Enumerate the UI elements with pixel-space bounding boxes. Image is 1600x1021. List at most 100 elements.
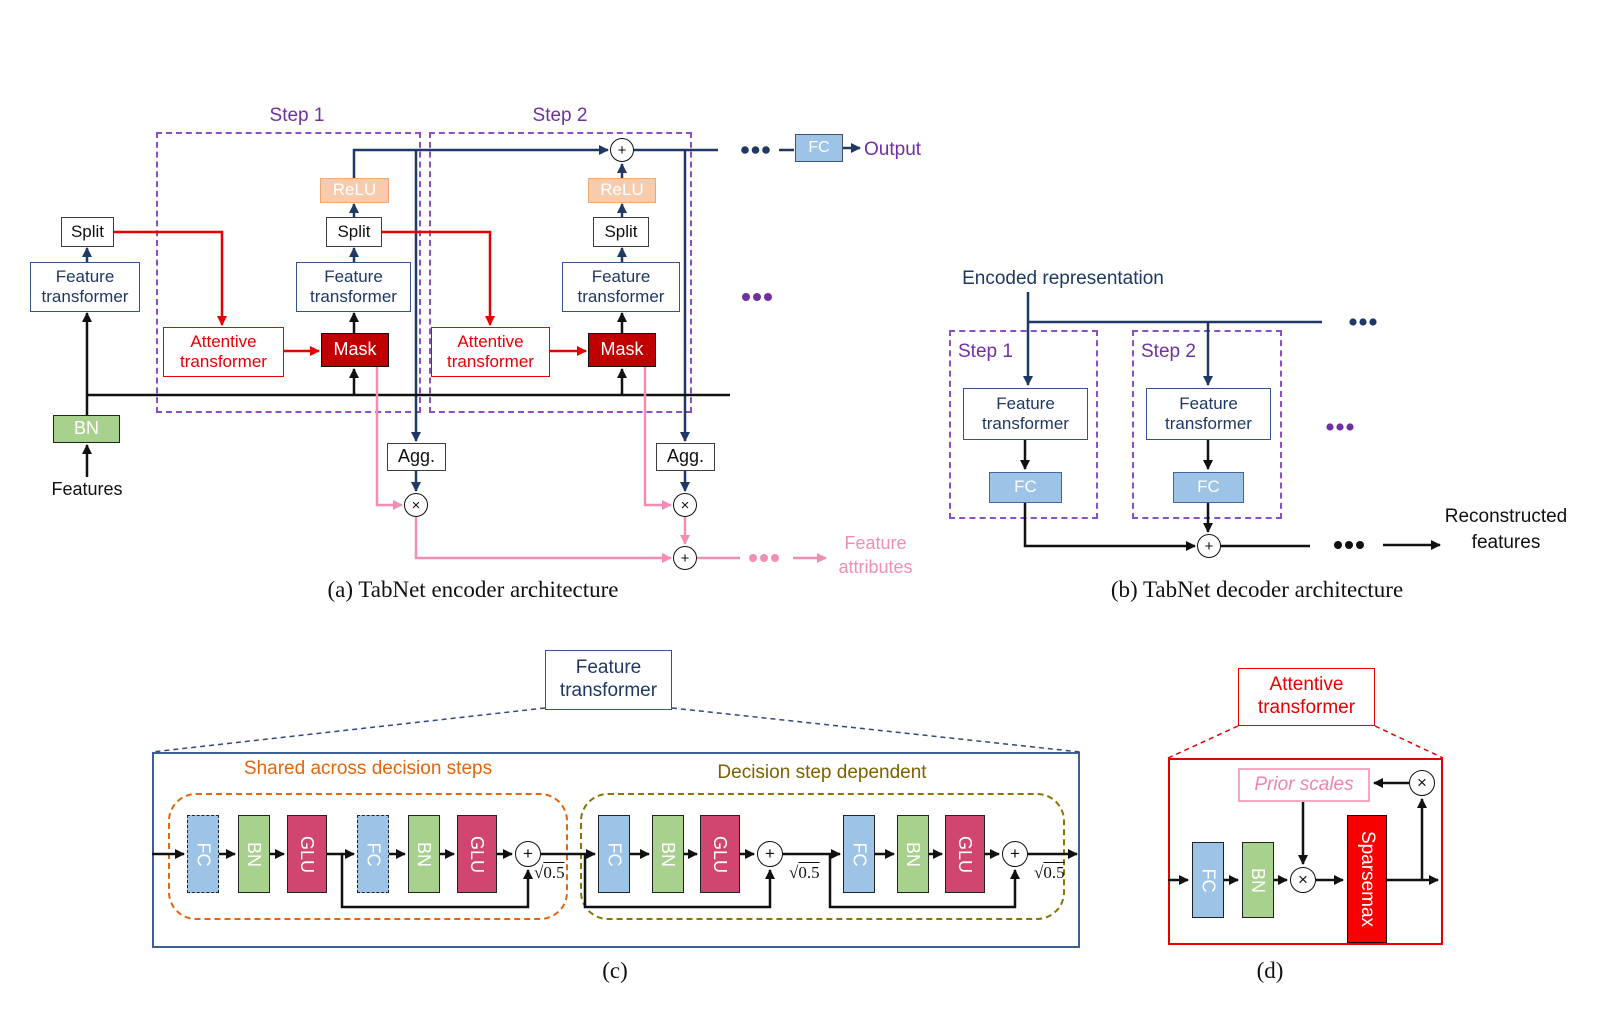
detail-sum-circle-2: + bbox=[757, 841, 783, 867]
decoder-feature-transformer-1: Feature transformer bbox=[963, 388, 1088, 440]
detail-sum-circle-1: + bbox=[515, 841, 541, 867]
attentive-bn: BN bbox=[1242, 842, 1274, 918]
bn-label: BN bbox=[1248, 867, 1269, 893]
bn-label: BN bbox=[244, 841, 265, 867]
ellipsis-dots-encoder-top bbox=[741, 146, 770, 154]
encoder-output-label: Output bbox=[864, 139, 922, 160]
ellipsis-dots-encoder-steps bbox=[742, 293, 772, 301]
encoder-feature-transformer-3: Feature transformer bbox=[562, 262, 680, 312]
prior-scales-box: Prior scales bbox=[1238, 768, 1370, 802]
sqrt-arg: 0.5 bbox=[1043, 863, 1065, 882]
fc-label: FC bbox=[1198, 868, 1219, 892]
detail-bn-3: BN bbox=[652, 815, 684, 893]
detail-fc-shared-1: FC bbox=[187, 815, 219, 893]
attentive-multiply-circle: × bbox=[1290, 867, 1316, 893]
encoder-agg-1: Agg. bbox=[387, 443, 446, 471]
detail-fc-3: FC bbox=[598, 815, 630, 893]
encoder-multiply-circle-1: × bbox=[404, 493, 428, 517]
encoder-features-label: Features bbox=[51, 479, 123, 499]
bn-label: BN bbox=[414, 841, 435, 867]
sqrt-half-label-3: √0.5 bbox=[1034, 863, 1065, 883]
encoder-feature-transformer-1: Feature transformer bbox=[30, 262, 140, 312]
encoder-step2-box bbox=[429, 132, 692, 413]
decoder-step2-label: Step 2 bbox=[1141, 341, 1196, 362]
decision-step-dependent-label: Decision step dependent bbox=[717, 762, 927, 783]
encoder-caption: (a) TabNet encoder architecture bbox=[327, 577, 619, 602]
detail-glu-3: GLU bbox=[700, 815, 740, 893]
encoder-feature-transformer-2: Feature transformer bbox=[296, 262, 411, 312]
encoder-relu-1: ReLU bbox=[320, 178, 389, 203]
attentive-transformer-detail-title: Attentive transformer bbox=[1238, 668, 1375, 726]
bn-label: BN bbox=[903, 841, 924, 867]
attentive-prior-multiply-circle: × bbox=[1409, 770, 1435, 796]
detail-glu-1: GLU bbox=[287, 815, 327, 893]
ellipsis-dots-decoder-bottom bbox=[1334, 541, 1364, 549]
decoder-step1-box bbox=[949, 330, 1098, 519]
feature-transformer-detail-caption: (c) bbox=[602, 958, 628, 983]
encoder-bn: BN bbox=[53, 415, 120, 443]
encoder-attentive-transformer-1: Attentive transformer bbox=[163, 327, 284, 377]
encoder-mask-2: Mask bbox=[588, 333, 656, 367]
sparsemax-block: Sparsemax bbox=[1347, 815, 1387, 943]
attentive-transformer-detail-caption: (d) bbox=[1256, 958, 1284, 983]
encoder-sum-circle-top: + bbox=[610, 138, 634, 162]
detail-bn-1: BN bbox=[238, 815, 270, 893]
sqrt-half-label-2: √0.5 bbox=[789, 863, 820, 883]
fc-label: FC bbox=[193, 842, 214, 866]
fc-label: FC bbox=[363, 842, 384, 866]
feature-transformer-detail-box bbox=[152, 752, 1080, 948]
glu-label: GLU bbox=[955, 835, 976, 873]
attentive-transformer-detail-box bbox=[1168, 758, 1443, 945]
encoder-split-3: Split bbox=[593, 217, 649, 247]
shared-across-steps-label: Shared across decision steps bbox=[243, 758, 493, 779]
ellipsis-dots-feature-attributes bbox=[749, 554, 779, 562]
detail-sum-circle-3: + bbox=[1002, 841, 1028, 867]
decoder-sum-circle: + bbox=[1197, 534, 1221, 558]
decoder-caption: (b) TabNet decoder architecture bbox=[1110, 577, 1404, 602]
sqrt-arg: 0.5 bbox=[543, 863, 565, 882]
decision-dependent-box bbox=[580, 793, 1065, 920]
detail-fc-4: FC bbox=[843, 815, 875, 893]
glu-label: GLU bbox=[297, 835, 318, 873]
encoder-step2-label: Step 2 bbox=[532, 105, 588, 126]
fc-label: FC bbox=[849, 842, 870, 866]
encoder-agg-2: Agg. bbox=[656, 443, 715, 471]
sqrt-sign: √ bbox=[1034, 863, 1044, 882]
decoder-reconstructed-features-label: Reconstructed features bbox=[1444, 506, 1568, 553]
detail-bn-4: BN bbox=[897, 815, 929, 893]
fc-label: FC bbox=[604, 842, 625, 866]
detail-glu-4: GLU bbox=[945, 815, 985, 893]
sqrt-sign: √ bbox=[789, 863, 799, 882]
detail-fc-shared-2: FC bbox=[357, 815, 389, 893]
encoder-sum-circle-bottom: + bbox=[673, 546, 697, 570]
sqrt-half-label-1: √0.5 bbox=[534, 863, 565, 883]
detail-glu-2: GLU bbox=[457, 815, 497, 893]
encoder-feature-attributes-label: Feature attributes bbox=[838, 533, 913, 578]
encoder-mask-1: Mask bbox=[321, 333, 389, 367]
encoder-split-1: Split bbox=[61, 217, 114, 247]
encoder-attentive-transformer-2: Attentive transformer bbox=[431, 327, 550, 377]
decoder-encoded-representation-label: Encoded representation bbox=[962, 268, 1164, 289]
encoder-step1-label: Step 1 bbox=[269, 105, 325, 126]
sparsemax-label: Sparsemax bbox=[1357, 830, 1379, 928]
shared-steps-box bbox=[168, 793, 568, 920]
encoder-fc-output-box: FC bbox=[795, 134, 843, 162]
decoder-fc-1: FC bbox=[989, 472, 1062, 503]
attentive-fc: FC bbox=[1192, 842, 1224, 918]
ellipsis-dots-decoder-steps bbox=[1326, 423, 1354, 431]
encoder-split-2: Split bbox=[326, 217, 382, 247]
ellipsis-dots-decoder-top bbox=[1349, 318, 1377, 326]
encoder-relu-2: ReLU bbox=[588, 178, 656, 203]
glu-label: GLU bbox=[710, 835, 731, 873]
sqrt-arg: 0.5 bbox=[798, 863, 820, 882]
bn-label: BN bbox=[658, 841, 679, 867]
decoder-step1-label: Step 1 bbox=[958, 341, 1013, 362]
decoder-feature-transformer-2: Feature transformer bbox=[1146, 388, 1271, 440]
feature-transformer-detail-title: Feature transformer bbox=[545, 650, 672, 710]
encoder-step1-box bbox=[156, 132, 421, 413]
encoder-multiply-circle-2: × bbox=[673, 493, 697, 517]
glu-label: GLU bbox=[467, 835, 488, 873]
detail-bn-2: BN bbox=[408, 815, 440, 893]
